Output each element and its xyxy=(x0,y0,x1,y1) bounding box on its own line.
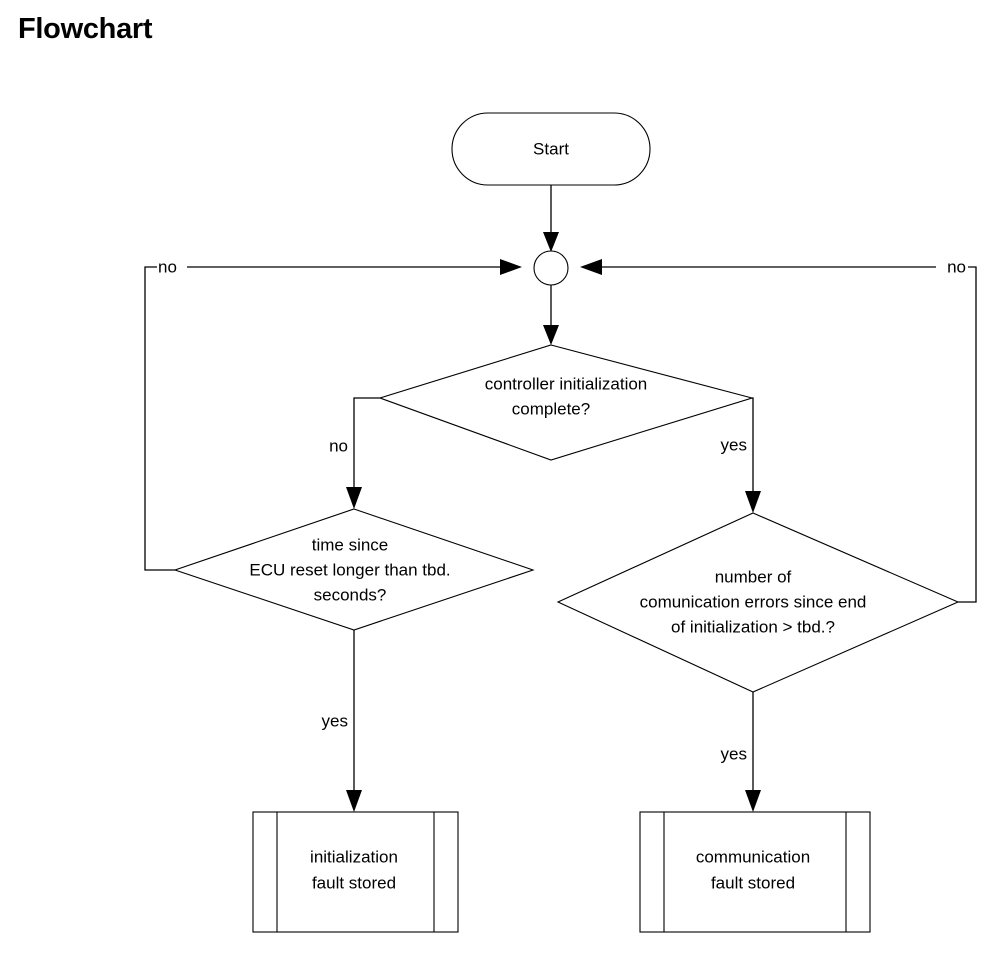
node-decision-init[interactable] xyxy=(378,344,755,461)
edge-time-no-loop-to-junction xyxy=(144,259,522,571)
node-decision-time-line1: time since xyxy=(312,535,389,554)
edge-init-no-to-decision-time xyxy=(346,397,380,509)
edge-label-time-yes: yes xyxy=(322,711,348,730)
node-junction[interactable] xyxy=(533,250,569,286)
label-backdrop xyxy=(936,257,968,278)
node-process-init-fault-line2: fault stored xyxy=(312,873,396,892)
node-process-comm-fault-line1: communication xyxy=(696,847,810,866)
node-process-comm-fault[interactable] xyxy=(639,811,871,933)
node-decision-comm-line3: of initialization > tbd.? xyxy=(671,617,835,636)
node-decision-init-line1: controller initialization xyxy=(485,374,648,393)
edge-label-loop-right-no: no xyxy=(947,257,966,276)
edge-label-init-no: no xyxy=(329,436,348,455)
arrowhead-icon xyxy=(346,790,362,812)
node-start[interactable] xyxy=(451,112,651,186)
arrowhead-icon xyxy=(346,487,362,509)
edge-time-yes-to-process-init xyxy=(346,630,362,812)
edge-comm-yes-to-process-comm xyxy=(745,692,761,812)
edge-start-to-junction xyxy=(543,185,559,252)
node-decision-time-line3: seconds? xyxy=(314,585,387,604)
node-process-init-fault[interactable] xyxy=(252,811,459,933)
node-process-comm-fault-line2: fault stored xyxy=(711,873,795,892)
node-decision-comm-line2: comunication errors since end xyxy=(640,592,867,611)
node-decision-time[interactable] xyxy=(173,508,535,631)
edge-label-init-yes: yes xyxy=(721,435,747,454)
node-process-init-fault-line1: initialization xyxy=(310,847,398,866)
node-decision-init-line2: complete? xyxy=(512,399,590,418)
edge-junction-to-decision-init xyxy=(543,285,559,345)
edge-init-yes-to-decision-comm xyxy=(745,397,761,513)
arrowhead-icon xyxy=(500,259,522,275)
edge-label-loop-left-no: no xyxy=(158,257,177,276)
arrowhead-icon xyxy=(580,259,602,275)
node-start-label: Start xyxy=(533,139,569,158)
node-decision-time-line2: ECU reset longer than tbd. xyxy=(249,560,450,579)
arrowhead-icon xyxy=(745,491,761,513)
node-decision-comm[interactable] xyxy=(556,512,960,693)
edge-comm-no-loop-to-junction xyxy=(580,259,977,603)
edge-label-comm-yes: yes xyxy=(721,744,747,763)
arrowhead-icon xyxy=(745,790,761,812)
node-decision-comm-line1: number of xyxy=(715,567,792,586)
arrowhead-icon xyxy=(543,325,559,345)
arrowhead-icon xyxy=(543,232,559,252)
label-backdrop xyxy=(157,257,187,278)
page-title: Flowchart xyxy=(18,13,153,45)
